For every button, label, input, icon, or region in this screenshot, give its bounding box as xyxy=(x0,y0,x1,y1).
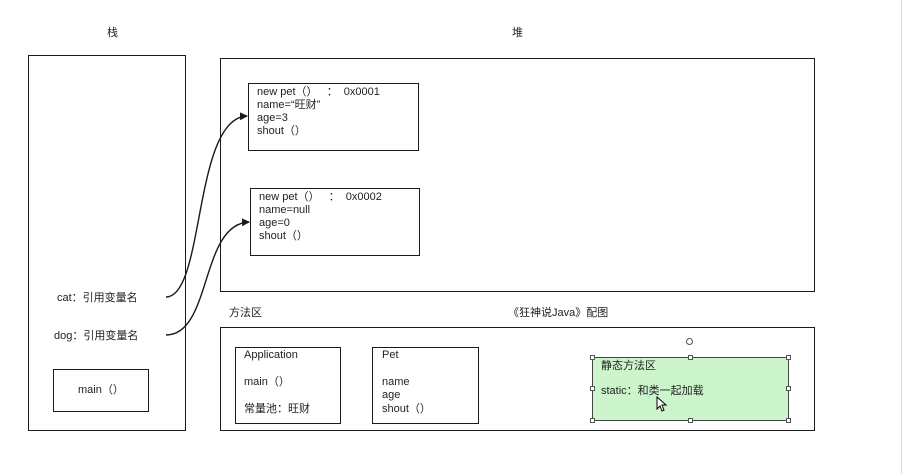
resize-handle-right[interactable] xyxy=(786,386,791,391)
heap-object-0x0001[interactable]: new pet（） ： 0x0001 name=“旺财” age=3 shout… xyxy=(248,83,419,151)
resize-handle-bottom-right[interactable] xyxy=(786,418,791,423)
object1-line: shout（） xyxy=(257,125,306,137)
static-area-text: static：和类一起加载 xyxy=(601,385,704,397)
resize-handle-top-right[interactable] xyxy=(786,355,791,360)
pet-title: Pet xyxy=(382,349,399,361)
static-method-area-box[interactable]: 静态方法区 static：和类一起加载 xyxy=(592,357,789,421)
static-area-title: 静态方法区 xyxy=(601,360,656,372)
object1-line: new pet（） ： 0x0001 xyxy=(257,86,380,98)
resize-handle-bottom[interactable] xyxy=(688,418,693,423)
cat-reference-label: cat：引用变量名 xyxy=(57,292,138,304)
object2-line: shout（） xyxy=(259,230,308,242)
pet-field-age: age xyxy=(382,389,401,401)
application-class-box[interactable]: Application main（） 常量池：旺财 xyxy=(235,347,341,424)
object1-line: name=“旺财” xyxy=(257,99,321,111)
stack-title: 栈 xyxy=(107,27,118,39)
application-title: Application xyxy=(244,349,298,361)
heap-title: 堆 xyxy=(512,27,523,39)
rotate-handle[interactable] xyxy=(686,338,693,345)
diagram-caption: 《狂神说Java》配图 xyxy=(508,307,609,319)
dog-reference-label: dog：引用变量名 xyxy=(54,330,139,342)
resize-handle-left[interactable] xyxy=(590,386,595,391)
main-method-box[interactable]: main（） xyxy=(53,369,149,412)
object1-line: age=3 xyxy=(257,112,288,124)
object2-line: age=0 xyxy=(259,217,290,229)
resize-handle-top-left[interactable] xyxy=(590,355,595,360)
main-method-label: main（） xyxy=(78,384,124,396)
pet-field-name: name xyxy=(382,376,410,388)
heap-object-0x0002[interactable]: new pet（） ： 0x0002 name=null age=0 shout… xyxy=(250,188,420,256)
application-main-label: main（） xyxy=(244,376,290,388)
object2-line: name=null xyxy=(259,204,311,216)
method-area-title: 方法区 xyxy=(229,307,262,319)
pet-method-shout: shout（） xyxy=(382,403,431,415)
pet-class-box[interactable]: Pet name age shout（） xyxy=(372,347,479,424)
window-edge-divider xyxy=(901,0,902,474)
stack-frame[interactable] xyxy=(28,55,186,431)
constant-pool-label: 常量池：旺财 xyxy=(244,403,310,415)
resize-handle-bottom-left[interactable] xyxy=(590,418,595,423)
mouse-cursor-icon xyxy=(656,396,668,412)
resize-handle-top[interactable] xyxy=(688,355,693,360)
object2-line: new pet（） ： 0x0002 xyxy=(259,191,382,203)
